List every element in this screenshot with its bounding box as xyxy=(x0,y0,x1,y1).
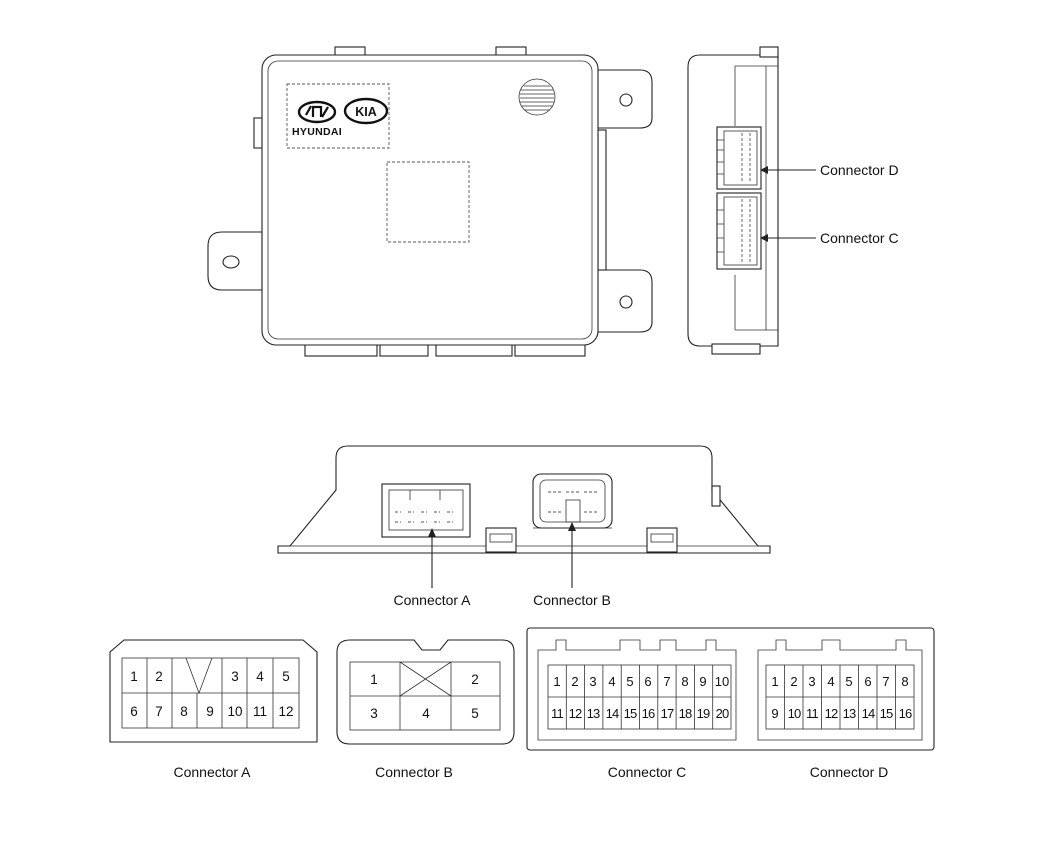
pin-b-5: 5 xyxy=(471,706,479,721)
pin-c-13: 13 xyxy=(587,706,600,721)
side-connector-d xyxy=(716,126,762,190)
caption-connector-d: Connector D xyxy=(810,764,889,780)
pin-a-8: 8 xyxy=(180,704,188,719)
kia-logo: KIA xyxy=(343,97,389,125)
pin-c-12: 12 xyxy=(569,706,582,721)
pin-a-4: 4 xyxy=(256,669,264,684)
pin-c-4: 4 xyxy=(608,674,615,689)
pin-b-3: 3 xyxy=(370,706,378,721)
caption-connector-a: Connector A xyxy=(173,764,251,780)
caption-connector-b: Connector B xyxy=(375,764,453,780)
pin-a-9: 9 xyxy=(206,704,214,719)
pin-b-2: 2 xyxy=(471,672,479,687)
front-connector-b xyxy=(532,473,613,529)
pin-a-11: 11 xyxy=(253,704,267,719)
kia-wordmark: KIA xyxy=(355,105,377,119)
pinout-connector-c: 1 2 3 4 5 6 7 8 9 10 11 12 13 14 15 16 1… xyxy=(537,639,737,741)
pin-a-1: 1 xyxy=(130,669,138,684)
callout-label-connector-d: Connector D xyxy=(820,162,899,178)
side-connector-c xyxy=(716,192,762,270)
pin-c-20: 20 xyxy=(716,706,729,721)
pin-b-4: 4 xyxy=(422,706,430,721)
pin-b-1: 1 xyxy=(370,672,378,687)
pin-d-11: 11 xyxy=(806,706,818,721)
pinout-connectors-c-d xyxy=(526,627,935,751)
pin-c-8: 8 xyxy=(681,674,688,689)
module-front-view: Connector A Connector B xyxy=(277,445,771,608)
pin-c-1: 1 xyxy=(553,674,560,689)
pin-c-7: 7 xyxy=(663,674,670,689)
pin-c-18: 18 xyxy=(679,706,692,721)
pin-c-14: 14 xyxy=(606,706,619,721)
pin-a-6: 6 xyxy=(130,704,138,719)
pin-c-9: 9 xyxy=(699,674,706,689)
pin-a-12: 12 xyxy=(278,704,293,719)
pin-d-4: 4 xyxy=(827,674,834,689)
pin-d-8: 8 xyxy=(901,674,908,689)
callout-label-connector-c: Connector C xyxy=(820,230,899,246)
hyundai-wordmark: HYUNDAI xyxy=(292,126,342,138)
pin-a-2: 2 xyxy=(155,669,163,684)
callout-label-connector-b: Connector B xyxy=(533,592,611,608)
pin-d-1: 1 xyxy=(771,674,778,689)
pin-a-5: 5 xyxy=(282,669,290,684)
pin-c-15: 15 xyxy=(624,706,637,721)
pinout-connector-b: 1 2 3 4 5 xyxy=(336,639,515,745)
pin-a-3: 3 xyxy=(231,669,239,684)
pin-d-3: 3 xyxy=(808,674,815,689)
pin-c-11: 11 xyxy=(551,706,563,721)
pin-d-12: 12 xyxy=(825,706,838,721)
caption-connector-c: Connector C xyxy=(608,764,687,780)
module-top-view: HYUNDAI KIA xyxy=(207,46,653,357)
pin-a-10: 10 xyxy=(227,704,242,719)
pin-c-17: 17 xyxy=(661,706,674,721)
pin-c-3: 3 xyxy=(589,674,596,689)
front-connector-a xyxy=(381,483,471,538)
pin-d-9: 9 xyxy=(771,706,778,721)
pin-d-16: 16 xyxy=(899,706,912,721)
pinout-connector-a: 1 2 3 4 5 6 7 8 9 10 11 12 xyxy=(109,639,318,743)
speaker-grille-icon xyxy=(518,78,556,116)
pin-c-6: 6 xyxy=(644,674,651,689)
pin-d-14: 14 xyxy=(862,706,875,721)
pin-c-19: 19 xyxy=(697,706,710,721)
hyundai-logo: HYUNDAI xyxy=(292,100,342,138)
pin-d-2: 2 xyxy=(790,674,797,689)
pin-a-7: 7 xyxy=(155,704,163,719)
pin-c-10: 10 xyxy=(715,674,729,689)
pin-d-13: 13 xyxy=(843,706,856,721)
pin-d-15: 15 xyxy=(880,706,893,721)
pin-c-5: 5 xyxy=(626,674,633,689)
pin-d-7: 7 xyxy=(882,674,889,689)
pin-c-16: 16 xyxy=(642,706,655,721)
callout-label-connector-a: Connector A xyxy=(393,592,471,608)
pinout-connector-d: 1 2 3 4 5 6 7 8 9 10 11 12 13 14 15 16 xyxy=(757,639,923,741)
pin-d-10: 10 xyxy=(788,706,801,721)
pin-d-6: 6 xyxy=(864,674,871,689)
pin-c-2: 2 xyxy=(571,674,578,689)
module-side-view: Connector D Connector C xyxy=(687,46,899,355)
pin-d-5: 5 xyxy=(845,674,852,689)
